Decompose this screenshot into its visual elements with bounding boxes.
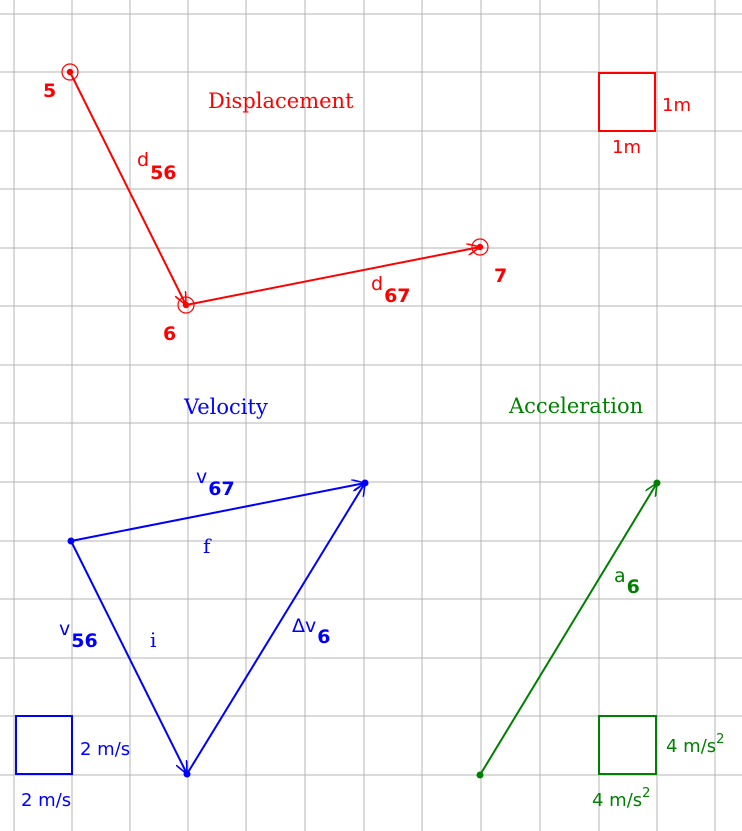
displacement-scale-label-v: 1m (662, 95, 691, 116)
velocity-scale-square (15, 715, 73, 775)
point-5-marker (61, 63, 79, 81)
acceleration-scale-label-v-text: 4 m/s (666, 736, 716, 757)
point-6-label: 6 (163, 323, 176, 345)
a6-label-sub: 6 (627, 576, 640, 598)
a6-label-base: a (614, 565, 626, 587)
displacement-section: Displacement 1m 1m 5 6 7 d56 d67 (43, 63, 691, 345)
acceleration-scale-square (598, 715, 657, 775)
d56-label-base: d (137, 149, 149, 171)
velocity-tip-dot (361, 479, 369, 487)
v67-vector (70, 483, 365, 542)
v67-label: v67 (196, 466, 235, 500)
dv6-label-sub: 6 (317, 626, 330, 648)
acceleration-tip-dot (653, 479, 661, 487)
acceleration-title: Acceleration (508, 394, 643, 418)
v56-label-base: v (59, 618, 70, 640)
dv6-vector (186, 483, 365, 775)
v56-vector (70, 540, 188, 774)
acceleration-section: Acceleration a6 4 m/s2 4 m/s2 (476, 394, 724, 811)
acceleration-tail-dot (476, 771, 484, 779)
v67-label-base: v (196, 466, 207, 488)
a6-label: a6 (614, 565, 640, 598)
acceleration-scale-label-v-sup: 2 (716, 732, 724, 747)
displacement-title: Displacement (208, 89, 354, 113)
displacement-scale-label-h: 1m (612, 137, 641, 158)
dv6-label-base: Δv (292, 615, 316, 637)
acceleration-scale-label-h: 4 m/s2 (592, 786, 650, 811)
velocity-title: Velocity (183, 395, 268, 419)
v56-label-sub: 56 (71, 630, 97, 652)
d67-label-sub: 67 (384, 285, 410, 307)
v56-label: v56 (59, 618, 98, 652)
point-5-label: 5 (43, 80, 56, 102)
velocity-bottom-dot (183, 770, 191, 778)
displacement-scale-square (598, 72, 656, 132)
d56-vector (69, 71, 187, 305)
a6-vector (479, 483, 657, 776)
d67-label: d67 (371, 273, 411, 307)
label-i: i (150, 628, 156, 652)
d56-label-sub: 56 (150, 162, 176, 184)
acceleration-scale-label-h-sup: 2 (642, 786, 650, 801)
acceleration-scale-label-v: 4 m/s2 (666, 732, 724, 757)
d67-label-base: d (371, 273, 383, 295)
acceleration-scale-label-h-text: 4 m/s (592, 790, 642, 811)
label-f: f (203, 534, 212, 558)
velocity-section: Velocity v67 f v56 i Δv6 2 m/s 2 m/s (15, 395, 369, 811)
velocity-origin-dot (67, 537, 75, 545)
dv6-label: Δv6 (292, 615, 330, 648)
velocity-scale-label-v: 2 m/s (80, 739, 130, 760)
d56-label: d56 (137, 149, 177, 184)
v67-label-sub: 67 (208, 478, 234, 500)
point-7-marker (471, 238, 489, 256)
point-6-marker (177, 296, 195, 314)
d67-vector (185, 247, 480, 306)
velocity-scale-label-h: 2 m/s (21, 790, 71, 811)
point-7-label: 7 (494, 265, 507, 287)
